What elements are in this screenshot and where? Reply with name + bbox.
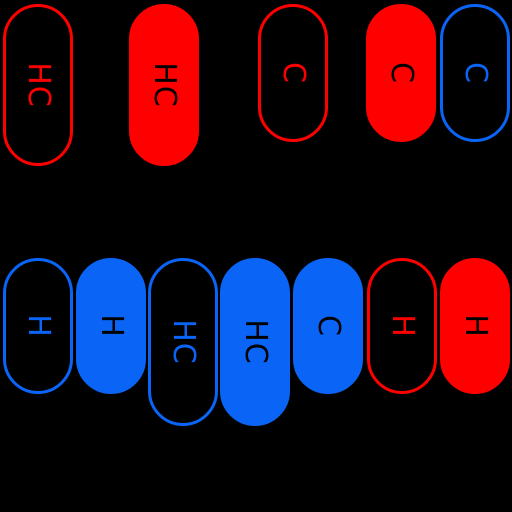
piece-label: HC xyxy=(165,319,201,365)
piece-row-bottom-1[interactable]: H xyxy=(3,258,73,394)
piece-row-top-2[interactable]: HC xyxy=(129,4,199,166)
piece-row-bottom-7[interactable]: H xyxy=(440,258,510,394)
piece-label: C xyxy=(275,62,311,84)
piece-label: HC xyxy=(237,319,273,365)
piece-row-top-4[interactable]: C xyxy=(366,4,436,142)
piece-row-bottom-2[interactable]: H xyxy=(76,258,146,394)
piece-row-top-3[interactable]: C xyxy=(258,4,328,142)
piece-label: C xyxy=(457,62,493,84)
piece-label: HC xyxy=(20,62,56,108)
piece-row-bottom-5[interactable]: C xyxy=(293,258,363,394)
piece-label: C xyxy=(383,62,419,84)
piece-label: H xyxy=(21,314,56,338)
piece-row-bottom-6[interactable]: H xyxy=(367,258,437,394)
piece-label: C xyxy=(310,315,346,337)
piece-label: H xyxy=(458,314,493,338)
piece-label: H xyxy=(385,314,420,338)
piece-row-top-5[interactable]: C xyxy=(440,4,510,142)
piece-row-bottom-3[interactable]: HC xyxy=(148,258,218,426)
piece-row-top-1[interactable]: HC xyxy=(3,4,73,166)
piece-row-bottom-4[interactable]: HC xyxy=(220,258,290,426)
piece-label: H xyxy=(94,314,129,338)
piece-label: HC xyxy=(146,62,182,108)
